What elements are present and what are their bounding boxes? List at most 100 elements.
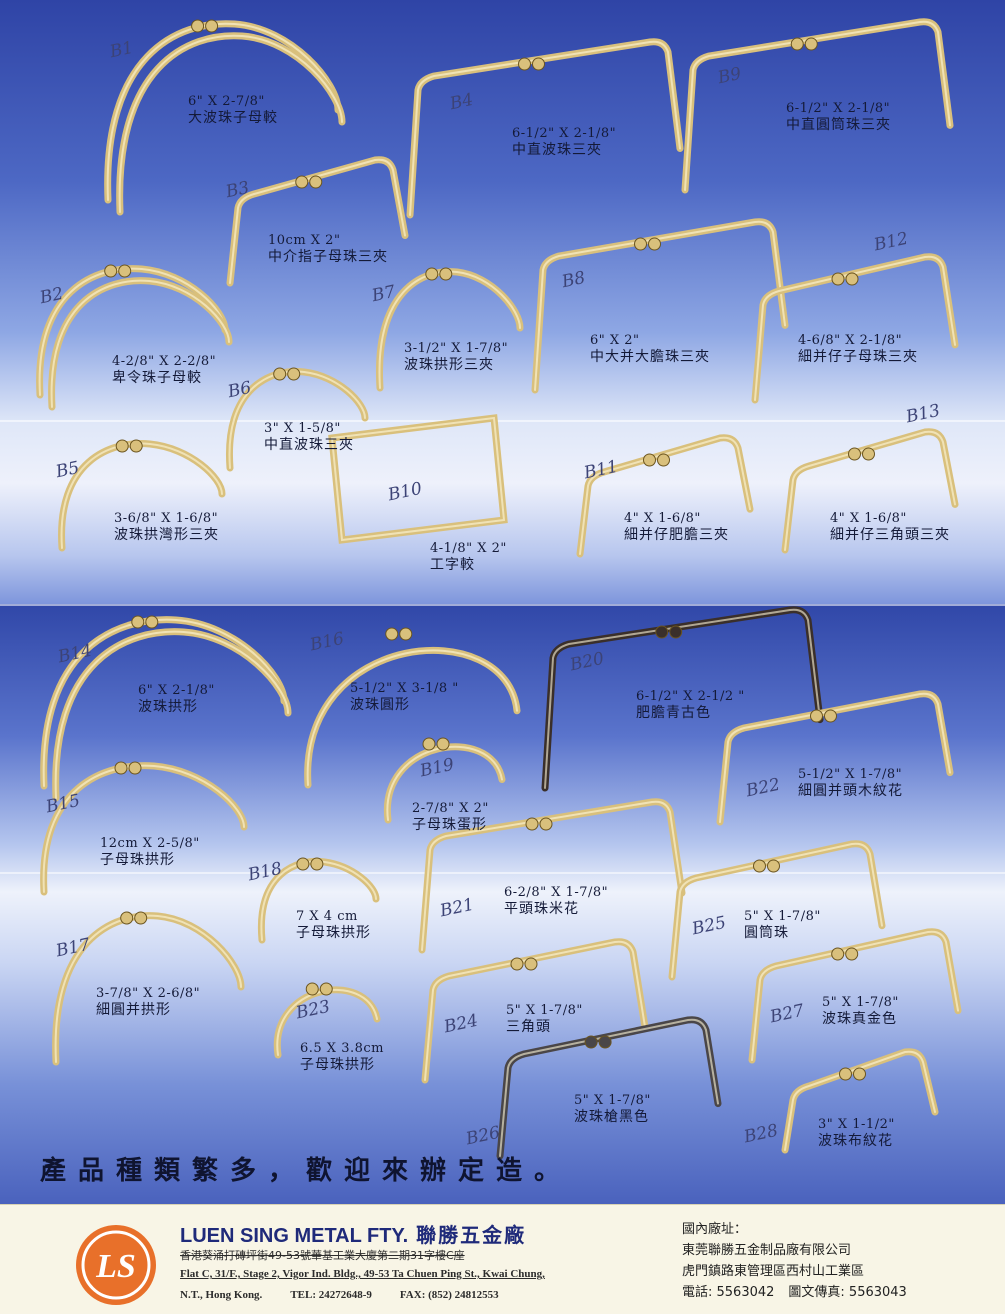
- china-address: 虎門鎮路東管理區西村山工業區: [682, 1264, 865, 1279]
- product-label: 6" X 2"中大并大膽珠三夾: [590, 333, 710, 365]
- purse-frame-b16: [304, 627, 521, 789]
- frame-bar: [54, 914, 242, 1063]
- catalog-slogan: 產品種類繁多，歡迎來辦定造。: [40, 1156, 573, 1186]
- clasp-bead: [305, 982, 319, 996]
- address-en: Flat C, 31/F., Stage 2, Vigor Ind. Bldg.…: [180, 1268, 545, 1280]
- purse-frame-b4: [406, 38, 684, 219]
- frame-bar: [330, 416, 506, 542]
- clasp-bead: [399, 627, 413, 641]
- china-company: 東莞聯勝五金制品廠有限公司: [682, 1243, 852, 1258]
- purse-frame-b19: [384, 737, 506, 824]
- purse-frame-b24: [421, 938, 649, 1084]
- frame-bar: [42, 618, 285, 787]
- company-name-en: LUEN SING METAL FTY.: [180, 1225, 409, 1247]
- china-phone: 電話: 5563042: [682, 1285, 775, 1300]
- frame-bar: [48, 277, 233, 411]
- frame-bar: [40, 762, 248, 896]
- clasp-bead: [134, 911, 148, 925]
- clasp-bead: [845, 272, 859, 286]
- product-label: 12cm X 2-5/8"子母珠拱形: [100, 836, 200, 868]
- clasp-bead: [845, 947, 859, 961]
- company-name: LUEN SING METAL FTY. 聯勝五金廠: [180, 1219, 526, 1248]
- clasp-bead: [853, 1067, 866, 1081]
- product-label: 3-7/8" X 2-6/8"細圓并拱形: [96, 986, 201, 1018]
- clasp-bead: [767, 859, 780, 873]
- fold-line: [0, 872, 1005, 874]
- company-name-cn: 聯勝五金廠: [416, 1223, 527, 1247]
- clasp-bead: [309, 175, 323, 189]
- clasp-bead: [287, 367, 301, 381]
- product-label: 6-2/8" X 1-7/8"平頭珠米花: [504, 885, 609, 917]
- clasp-bead: [804, 37, 818, 51]
- product-label: 6" X 2-7/8"大波珠子母較: [188, 94, 278, 126]
- frame-bar: [386, 745, 503, 821]
- clasp-bead: [634, 237, 647, 251]
- clasp-bead: [525, 817, 539, 831]
- logo-text: LS: [95, 1248, 136, 1285]
- clasp-bead: [436, 737, 450, 751]
- purse-frame-b10: [328, 414, 508, 544]
- purse-frame-b17: [52, 911, 245, 1066]
- fax: FAX: (852) 24812553: [399, 1289, 499, 1301]
- clasp-bead: [115, 439, 129, 453]
- clasp-bead: [810, 709, 823, 723]
- frame-bar: [276, 988, 378, 1056]
- address-cn: 香港葵涌打磚坪街49-53號華基工業大廈第二期31字樓C座: [180, 1249, 465, 1262]
- product-label: 3-6/8" X 1-6/8"波珠拱灣形三夾: [114, 511, 219, 543]
- purse-frames-illustration: [36, 18, 962, 1160]
- purse-frame-b21: [418, 798, 686, 954]
- clasp-bead: [831, 947, 845, 961]
- purse-frame-b13: [781, 428, 959, 554]
- clasp-bead: [145, 615, 159, 629]
- product-label: 10cm X 2"中介指子母珠三夾: [268, 233, 388, 265]
- fold-line: [0, 420, 1005, 422]
- product-label: 4" X 1-6/8"細并仔肥膽三夾: [624, 511, 729, 543]
- purse-frame-b18: [257, 857, 380, 944]
- purse-frame-b7: [376, 267, 524, 392]
- product-label: 5" X 1-7/8"波珠槍黑色: [574, 1093, 651, 1125]
- clasp-bead: [669, 625, 683, 639]
- clasp-bead: [128, 761, 142, 775]
- clasp-bead: [104, 264, 118, 278]
- product-label: 4-6/8" X 2-1/8"細并仔子母珠三夾: [798, 333, 918, 365]
- clasp-bead: [131, 615, 145, 629]
- frame-bar: [50, 279, 230, 408]
- product-label: 4-2/8" X 2-2/8"卑令珠子母較: [112, 354, 217, 386]
- clasp-bead: [191, 19, 205, 33]
- frame-bar: [42, 764, 245, 893]
- company-footer: LS LUEN SING METAL FTY. 聯勝五金廠 香港葵涌打磚坪街49-…: [0, 1204, 1005, 1314]
- telephone: TEL: 24272648-9: [290, 1289, 372, 1301]
- product-label: 3" X 1-1/2"波珠布紋花: [818, 1117, 895, 1149]
- product-label: 4-1/8" X 2"工字較: [430, 541, 507, 573]
- clasp-bead: [319, 982, 333, 996]
- frame-bar: [106, 22, 339, 201]
- clasp-bead: [118, 264, 132, 278]
- purse-frame-b26: [496, 1016, 722, 1160]
- purse-frame-b20: [541, 606, 824, 792]
- product-label: 3" X 1-5/8"中直波珠三夾: [264, 421, 354, 453]
- clasp-bead: [648, 237, 661, 251]
- purse-frame-b9: [681, 18, 954, 194]
- clasp-bead: [839, 1067, 852, 1081]
- purse-frame-b2: [36, 264, 233, 411]
- clasp-bead: [584, 1035, 598, 1049]
- frame-bar: [54, 630, 289, 799]
- frame-bar: [306, 649, 518, 786]
- clasp-bead: [657, 453, 670, 467]
- frame-bar: [228, 370, 366, 469]
- product-label: 6-1/2" X 2-1/2 "肥膽青古色: [636, 689, 745, 721]
- clasp-bead: [422, 737, 436, 751]
- clasp-bead: [539, 817, 553, 831]
- purse-frame-b22: [716, 690, 954, 826]
- clasp-bead: [790, 37, 804, 51]
- company-logo: LS: [76, 1225, 156, 1305]
- clasp-bead: [824, 709, 837, 723]
- clasp-bead: [310, 857, 324, 871]
- clasp-bead: [524, 957, 538, 971]
- clasp-bead: [532, 57, 545, 71]
- product-label: 6-1/2" X 2-1/8"中直圓筒珠三夾: [786, 101, 891, 133]
